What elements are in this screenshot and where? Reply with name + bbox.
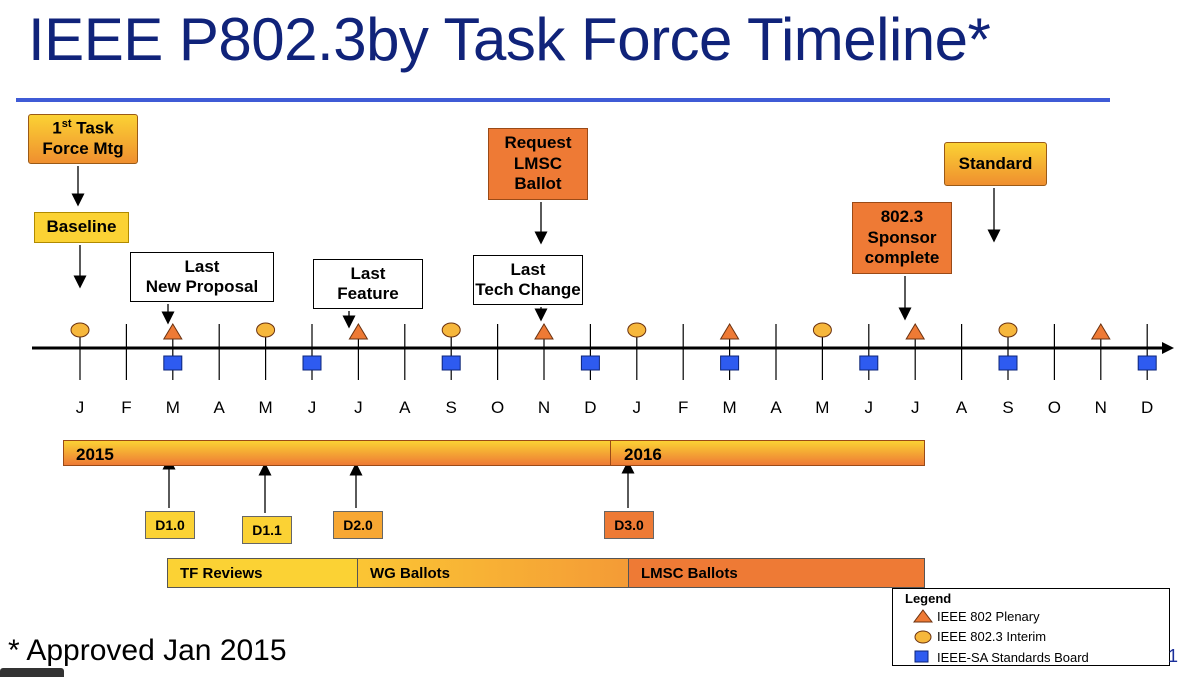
draft-d3-0: D3.0: [604, 511, 654, 539]
sa-board-marker: [302, 355, 322, 371]
month-label: J: [354, 398, 363, 417]
month-label: A: [399, 398, 411, 417]
sa-board-marker: [441, 355, 461, 371]
legend-sa-board-label: IEEE-SA Standards Board: [937, 650, 1089, 665]
month-label: M: [258, 398, 273, 417]
interim-marker: [256, 322, 276, 338]
month-label: S: [1002, 398, 1014, 417]
month-label: O: [1047, 398, 1061, 417]
timeline-axis-arrowhead: [1162, 342, 1174, 354]
month-label: M: [722, 398, 737, 417]
callout-last-new-proposal-line1: Last: [184, 256, 220, 276]
interim-marker: [998, 322, 1018, 338]
draft-d2-0: D2.0: [333, 511, 383, 539]
taskbar-stub: [0, 668, 64, 677]
interim-marker: [441, 322, 461, 338]
legend-square-icon: [914, 650, 929, 663]
sa-board-marker: [998, 355, 1018, 371]
month-label: J: [307, 398, 317, 417]
month-label: S: [445, 398, 457, 417]
plenary-marker: [719, 323, 740, 340]
callout-sponsor-complete-line1: 802.3: [880, 207, 924, 227]
interim-marker: [627, 322, 647, 338]
callout-first-task-force-line2: Force Mtg: [42, 139, 124, 159]
callout-first-task-force-num: 1: [52, 118, 62, 138]
callout-first-task-force: 1st Task Force Mtg: [28, 114, 138, 164]
plenary-marker: [534, 323, 554, 340]
callout-request-lmsc-line2: LMSC: [513, 153, 563, 173]
callout-sponsor-complete-line3: complete: [864, 248, 940, 268]
legend-triangle-icon: [913, 609, 933, 623]
legend-title: Legend: [905, 591, 952, 606]
year-divider: [610, 440, 611, 466]
page-title: IEEE P802.3by Task Force Timeline*: [28, 6, 991, 73]
plenary-marker: [1090, 323, 1111, 340]
month-label: J: [75, 398, 85, 417]
legend-plenary-label: IEEE 802 Plenary: [937, 609, 1040, 624]
month-label: F: [677, 398, 689, 417]
legend-interim-label: IEEE 802.3 Interim: [937, 629, 1047, 644]
month-label: A: [770, 398, 782, 417]
month-label: J: [864, 398, 874, 417]
callout-last-new-proposal-line2: New Proposal: [145, 277, 259, 296]
draft-d1-0: D1.0: [145, 511, 195, 539]
callout-sponsor-complete: 802.3 Sponsor complete: [852, 202, 952, 274]
month-label: F: [121, 398, 132, 417]
callout-last-tech-change-line2: Tech Change: [475, 280, 581, 299]
callout-request-lmsc-line3: Ballot: [514, 174, 562, 194]
callout-standard: Standard: [944, 142, 1047, 186]
sa-board-marker: [163, 355, 183, 371]
phase-wg-ballots: WG Ballots: [357, 558, 629, 588]
callout-request-lmsc-line1: Request: [504, 133, 572, 153]
month-label: D: [1141, 398, 1154, 417]
footnote: * Approved Jan 2015: [8, 634, 287, 667]
year-label-2016: 2016: [624, 445, 662, 464]
callout-baseline: Baseline: [34, 212, 129, 243]
interim-marker: [812, 322, 832, 338]
legend-ellipse-icon: [914, 630, 932, 644]
month-label: M: [165, 398, 180, 417]
plenary-marker: [162, 323, 183, 340]
plenary-marker: [905, 323, 926, 340]
month-label: O: [490, 398, 505, 417]
title-rule: [16, 98, 1110, 102]
callout-last-new-proposal: Last New Proposal: [130, 252, 274, 302]
callout-first-task-force-sup: st: [61, 118, 72, 131]
month-label: J: [632, 398, 642, 417]
callout-sponsor-complete-line2: Sponsor: [867, 227, 937, 247]
interim-marker: [70, 322, 90, 338]
sa-board-marker: [580, 355, 600, 371]
year-label-2015: 2015: [76, 445, 114, 464]
sa-board-marker: [1137, 355, 1157, 371]
plenary-marker: [348, 323, 369, 340]
month-label: D: [584, 398, 597, 417]
month-label: N: [537, 398, 551, 417]
phase-lmsc-ballots: LMSC Ballots: [628, 558, 925, 588]
callout-last-tech-change-line1: Last: [510, 259, 546, 279]
sa-board-marker: [859, 355, 879, 371]
month-label: A: [213, 398, 225, 417]
draft-d1-1: D1.1: [242, 516, 292, 544]
legend: Legend IEEE 802 Plenary IEEE 802.3 Inter…: [892, 588, 1170, 666]
callout-last-feature: Last Feature: [313, 259, 423, 309]
phase-tf-reviews: TF Reviews: [167, 558, 358, 588]
callout-first-task-force-line1: Task: [71, 118, 114, 138]
callout-last-feature-line1: Last: [350, 263, 386, 283]
month-label: J: [910, 398, 920, 417]
callout-request-lmsc-ballot: Request LMSC Ballot: [488, 128, 588, 200]
month-label: M: [815, 398, 830, 417]
year-bar: [63, 440, 925, 466]
month-label: A: [955, 398, 968, 417]
month-label: N: [1094, 398, 1107, 417]
callout-last-tech-change: Last Tech Change: [473, 255, 583, 305]
callout-last-feature-line2: Feature: [337, 284, 399, 303]
sa-board-marker: [720, 355, 740, 371]
page-number: 1: [1168, 646, 1179, 666]
